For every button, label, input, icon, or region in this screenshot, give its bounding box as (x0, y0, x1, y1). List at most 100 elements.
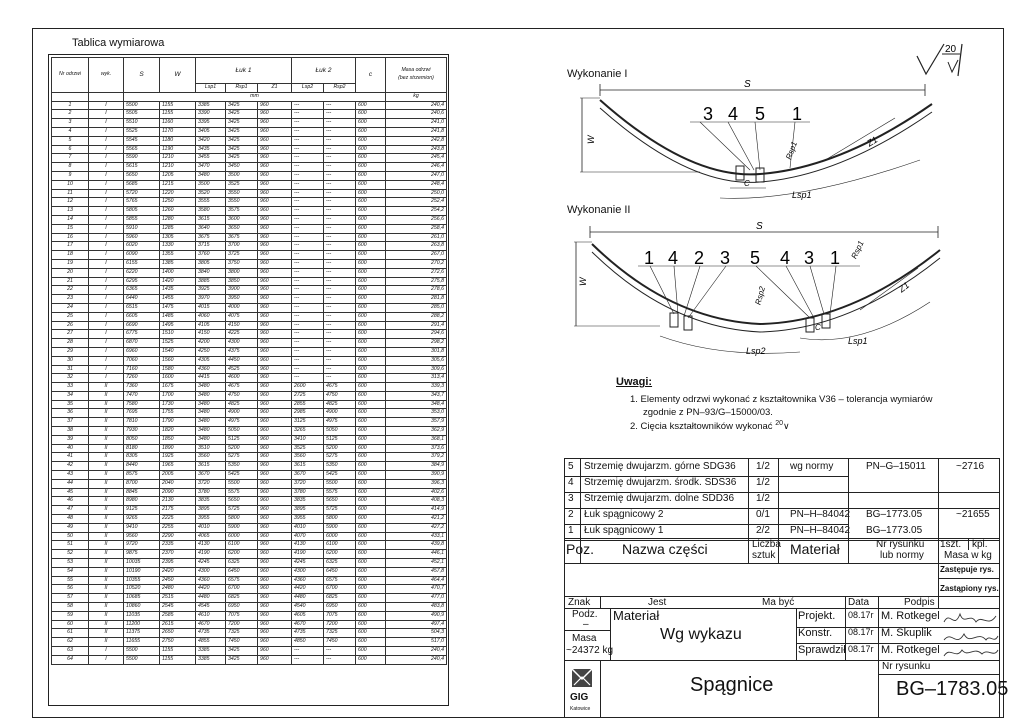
part-mass: ~2716 (956, 461, 985, 472)
table-cell: II (88, 470, 124, 480)
table-cell: 4150 (195, 329, 226, 340)
table-cell: II (88, 434, 124, 445)
table-cell: 4975 (225, 417, 258, 428)
table-cell: --- (291, 267, 324, 278)
table-cell: 2090 (159, 487, 196, 498)
hdr-z1: Z1 (257, 83, 292, 93)
table-cell: 8845 (123, 487, 160, 498)
hdr-c: c (355, 57, 386, 93)
table-cell: 960 (257, 496, 292, 507)
part-name: Łuk spągnicowy 2 (584, 509, 664, 520)
sheet-frame (32, 28, 1004, 718)
table-cell: 960 (257, 223, 292, 234)
table-cell: 960 (257, 549, 292, 560)
d2-lsp1: Lsp1 (848, 336, 868, 346)
table-cell: I (88, 329, 124, 340)
table-cell: 4525 (225, 364, 258, 375)
table-cell: 5350 (323, 461, 356, 472)
d1-w-label: W (586, 134, 596, 144)
table-cell: 3670 (195, 470, 226, 480)
table-cell: 2420 (159, 566, 196, 577)
table-cell: 58 (51, 602, 89, 612)
part-qty: 1/2 (756, 477, 770, 488)
table-cell: 6950 (225, 602, 258, 612)
table-cell: 4750 (323, 390, 356, 401)
table-cell: 1250 (159, 197, 196, 208)
table-cell: 54 (51, 566, 89, 577)
part-qty: 0/1 (756, 509, 770, 520)
table-cell: --- (291, 338, 324, 348)
approval-name: M. Rotkegel (881, 644, 940, 656)
table-cell: --- (323, 126, 356, 137)
table-cell: 1675 (159, 382, 196, 392)
table-cell: 960 (257, 434, 292, 445)
table-cell: 39 (51, 434, 89, 445)
table-cell: 6575 (323, 575, 356, 586)
table-cell: 3835 (291, 496, 324, 507)
part-qty: 2/2 (756, 525, 770, 536)
table-cell: I (88, 126, 124, 137)
table-cell: --- (291, 162, 324, 172)
table-cell: 60 (51, 619, 89, 630)
table-cell: 960 (257, 126, 292, 137)
table-cell: 368,1 (385, 434, 447, 445)
table-cell: 5590 (123, 153, 160, 164)
table-cell: --- (323, 250, 356, 260)
table-cell: 600 (355, 276, 386, 287)
table-cell: 1420 (159, 276, 196, 287)
table-cell: 313,4 (385, 373, 447, 384)
table-cell: 504,3 (385, 628, 447, 639)
table-cell: 5685 (123, 179, 160, 190)
table-cell: 1475 (159, 302, 196, 313)
table-cell: 600 (355, 258, 386, 269)
table-cell: 1525 (159, 338, 196, 348)
table-cell: --- (323, 197, 356, 208)
table-cell: 11200 (123, 619, 160, 630)
table-cell: 3780 (195, 487, 226, 498)
table-cell: 7810 (123, 417, 160, 428)
table-cell: 49 (51, 522, 89, 533)
table-cell: 38 (51, 426, 89, 436)
tb-material-val: Wg wykazu (660, 626, 742, 643)
table-cell: 3510 (195, 443, 226, 454)
part-name: Łuk spągnicowy 1 (584, 525, 664, 536)
table-cell: 6450 (323, 566, 356, 577)
table-cell: 4975 (323, 417, 356, 428)
table-cell: I (88, 135, 124, 146)
table-cell: 32 (51, 373, 89, 384)
table-cell: 5725 (323, 505, 356, 516)
table-cell: 402,6 (385, 487, 447, 498)
table-cell: 3435 (195, 144, 226, 155)
table-cell: 6825 (225, 593, 258, 604)
table-cell: 600 (355, 566, 386, 577)
table-cell: 362,9 (385, 426, 447, 436)
table-cell: I (88, 294, 124, 304)
table-cell: 5500 (123, 654, 160, 665)
table-cell: 600 (355, 109, 386, 120)
table-cell: --- (323, 364, 356, 375)
table-cell: 600 (355, 267, 386, 278)
table-cell: 960 (257, 364, 292, 375)
table-cell: 3750 (225, 258, 258, 269)
table-cell: II (88, 602, 124, 612)
table-cell: I (88, 320, 124, 331)
table-cell: 960 (257, 390, 292, 401)
table-cell: 3970 (195, 294, 226, 304)
table-cell: 3480 (195, 399, 226, 410)
table-cell: 33 (51, 382, 89, 392)
approval-name: M. Rotkegel (881, 610, 940, 622)
table-cell: 2005 (159, 470, 196, 480)
table-cell: --- (323, 311, 356, 322)
table-cell: II (88, 531, 124, 542)
table-cell: 2175 (159, 505, 196, 516)
table-cell: 600 (355, 302, 386, 313)
table-cell: 960 (257, 294, 292, 304)
